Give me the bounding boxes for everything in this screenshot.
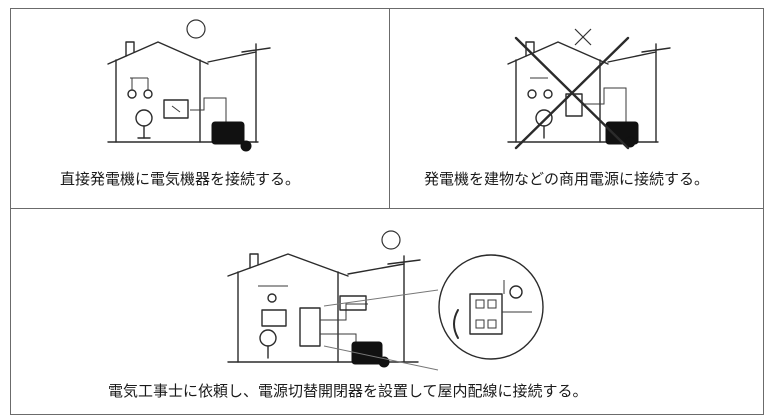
correct-circle-mark [186,19,206,39]
switch-detail-magnifier [438,254,544,360]
house-illustration [107,41,271,152]
vertical-divider [389,8,390,209]
house-illustration-wrong [507,36,671,150]
horizontal-divider [10,208,764,209]
outer-frame [10,8,764,415]
caption-panel-2: 発電機を建物などの商用電源に接続する。 [424,170,710,188]
caption-panel-1: 直接発電機に電気機器を接続する。 [60,170,301,188]
house-with-transfer-switch [227,253,439,371]
caption-panel-3: 電気工事士に依頼し、電源切替開閉器を設置して屋内配線に接続する。 [108,382,588,400]
correct-circle-mark-2 [381,230,401,250]
incorrect-cross-mark [574,28,592,46]
